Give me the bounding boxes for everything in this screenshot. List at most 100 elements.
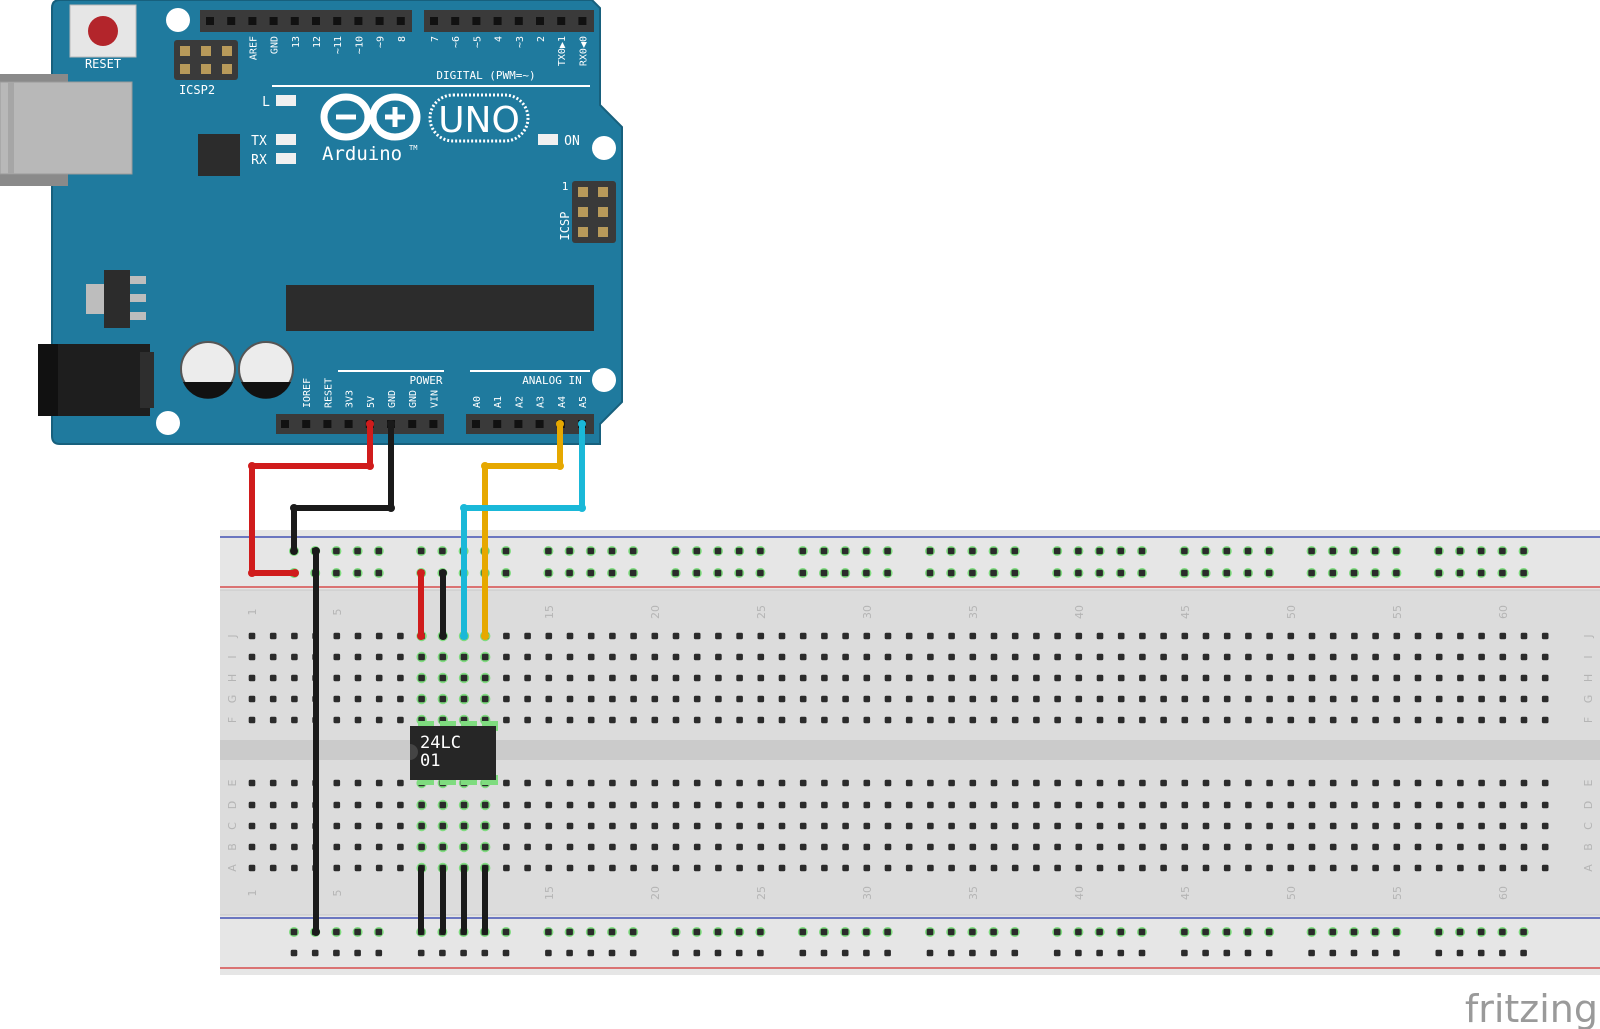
- led-on-label: ON: [564, 134, 580, 149]
- column-number: 60: [1497, 605, 1510, 619]
- row-letter: D: [226, 801, 239, 809]
- pin-label: GND: [408, 390, 419, 408]
- power-label: POWER: [409, 374, 442, 387]
- pin-label: ~10: [354, 36, 365, 54]
- column-number: 60: [1497, 886, 1510, 900]
- led-l: [276, 95, 296, 106]
- led-tx-label: TX: [251, 134, 267, 149]
- led-rx-label: RX: [251, 153, 267, 168]
- led-tx: [276, 134, 296, 145]
- analog-label: ANALOG IN: [522, 374, 582, 387]
- pin-label: VIN: [429, 390, 440, 408]
- eeprom-chip-24lc01: 24LC 01: [410, 721, 498, 785]
- mounting-hole: [592, 136, 616, 160]
- column-number: 1: [246, 890, 259, 897]
- pin-label: 8: [397, 36, 408, 42]
- row-letter: B: [1582, 843, 1595, 851]
- pin-label: GND: [387, 390, 398, 408]
- column-number: 30: [861, 886, 874, 900]
- pin-label: 4: [494, 36, 505, 42]
- pin-label: A1: [493, 396, 504, 408]
- dc-power-jack: [38, 344, 154, 416]
- row-letter: F: [1582, 717, 1595, 723]
- column-number: 50: [1285, 886, 1298, 900]
- row-letter: E: [226, 779, 239, 786]
- pin-label: ~9: [376, 36, 387, 48]
- bottom-power-rail: [220, 915, 1600, 975]
- chip-body: [410, 726, 496, 780]
- capacitor: [238, 341, 294, 399]
- row-letter: I: [1582, 655, 1595, 658]
- column-number: 35: [967, 886, 980, 900]
- pin-label: A5: [578, 396, 589, 408]
- fritzing-logo: fritzing: [1465, 987, 1598, 1029]
- wire-gnd: [291, 421, 394, 554]
- led-rx: [276, 153, 296, 164]
- row-letter: J: [1582, 634, 1595, 638]
- wire-sda: [482, 421, 563, 639]
- row-letter: G: [1582, 695, 1595, 704]
- usb-connector: [0, 81, 133, 175]
- column-number: 45: [1179, 605, 1192, 619]
- pin-label: IOREF: [302, 378, 313, 408]
- power-header: IOREF RESET 3V3 5V GND GND VIN: [276, 378, 444, 434]
- board-pcb: [51, 0, 623, 445]
- column-number: 30: [861, 605, 874, 619]
- row-letter: I: [226, 655, 239, 658]
- column-number: 50: [1285, 605, 1298, 619]
- pin-label: RX0◀0: [578, 36, 589, 66]
- brand-text: Arduino: [322, 143, 402, 165]
- reset-label: RESET: [85, 57, 121, 71]
- pin-label: 7: [430, 36, 441, 42]
- column-number: 20: [649, 886, 662, 900]
- chip-label-line2: 01: [420, 751, 440, 771]
- icsp-label: ICSP: [558, 212, 572, 241]
- row-letter: H: [1582, 674, 1595, 682]
- atmega-chip: [286, 285, 594, 331]
- column-number: 15: [543, 605, 556, 619]
- capacitor: [180, 341, 236, 399]
- column-number: 25: [755, 605, 768, 619]
- digital-label: DIGITAL (PWM=~): [436, 69, 535, 82]
- column-number: 55: [1391, 886, 1404, 900]
- column-number: 40: [1073, 886, 1086, 900]
- column-number: 1: [246, 609, 259, 616]
- row-letter: C: [1582, 822, 1595, 830]
- icsp-pin1-label: 1: [562, 180, 569, 193]
- pin-label: GND: [270, 36, 281, 54]
- pin-label: ~5: [472, 36, 483, 48]
- row-letter: D: [1582, 801, 1595, 809]
- led-l-label: L: [262, 95, 270, 110]
- pin-label: 2: [536, 36, 547, 42]
- mounting-hole: [592, 368, 616, 392]
- usb-chip: [198, 134, 240, 176]
- column-number: 55: [1391, 605, 1404, 619]
- row-letter: G: [226, 695, 239, 704]
- mounting-hole: [156, 411, 180, 435]
- column-number: 35: [967, 605, 980, 619]
- brand-tm: TM: [409, 144, 417, 152]
- pin-label: A2: [514, 396, 525, 408]
- center-channel: [220, 740, 1600, 760]
- pin-label: 3V3: [345, 390, 356, 408]
- pin-label: 5V: [366, 396, 377, 408]
- pin-label: AREF: [248, 36, 259, 60]
- arduino-logo-icon: [320, 93, 421, 141]
- column-number: 5: [331, 609, 344, 616]
- pin-label: A3: [536, 396, 547, 408]
- mounting-hole: [166, 8, 190, 32]
- column-number: 25: [755, 886, 768, 900]
- pin-label: TX0▶1: [557, 36, 568, 66]
- reset-button-cap[interactable]: [88, 16, 118, 46]
- pin-label: RESET: [323, 378, 334, 408]
- column-number: 20: [649, 605, 662, 619]
- pin-label: A4: [557, 396, 568, 408]
- wire-scl: [461, 421, 585, 639]
- column-number: 5: [331, 890, 344, 897]
- model-text: UNO: [438, 100, 520, 141]
- model-badge: [428, 93, 530, 143]
- row-letter: A: [226, 864, 239, 872]
- pin-label: ~11: [333, 36, 344, 54]
